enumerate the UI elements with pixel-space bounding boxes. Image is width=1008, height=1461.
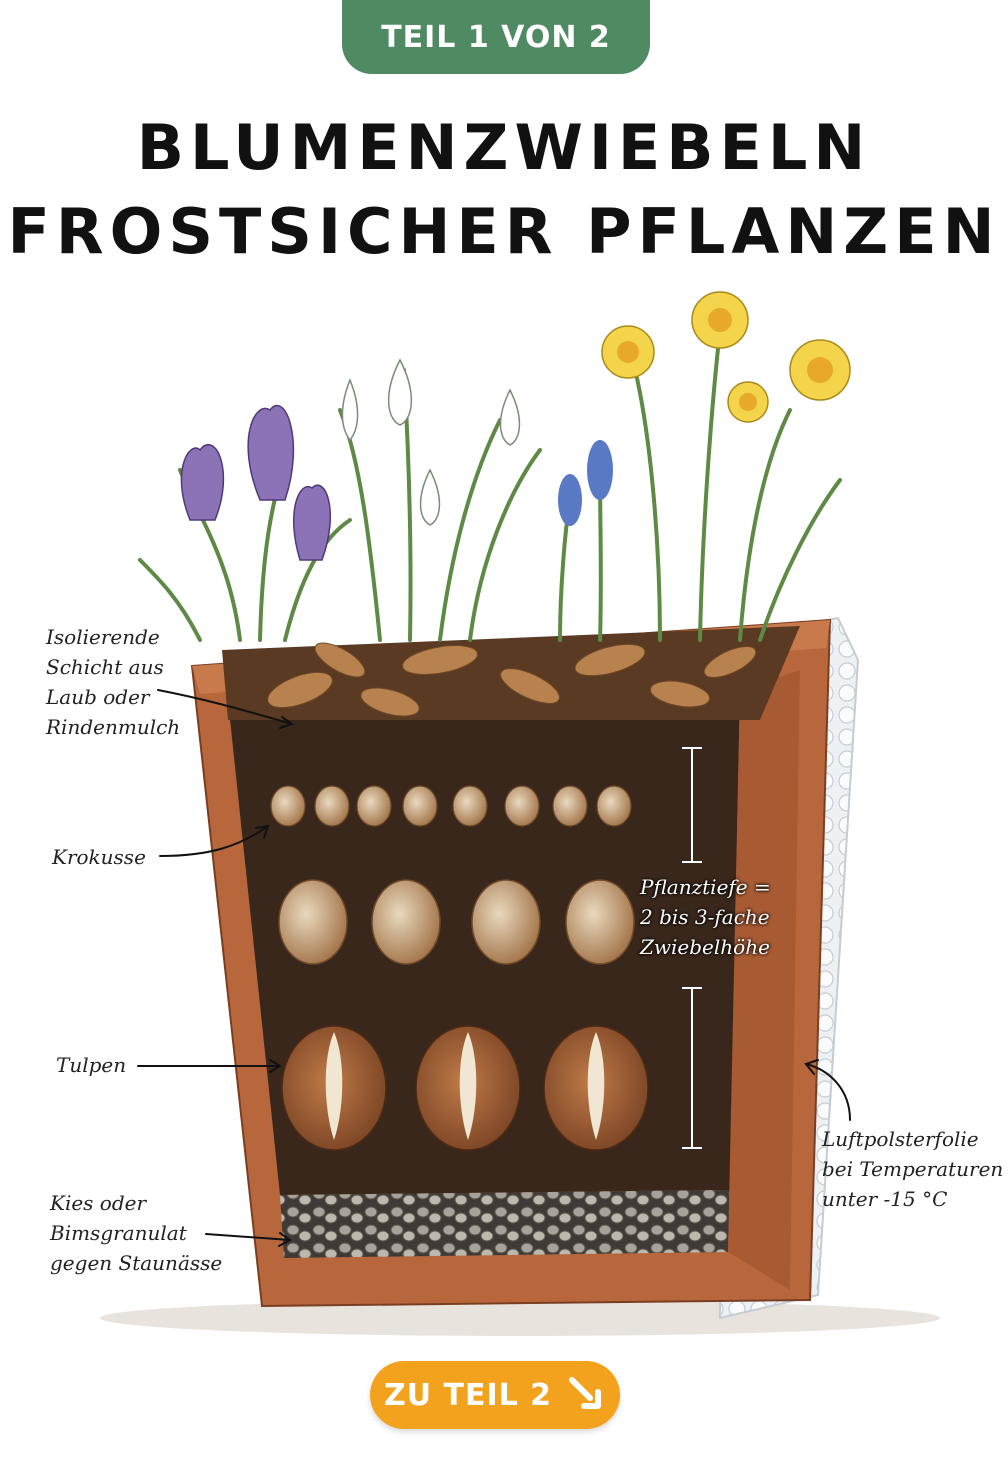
label-foil: Luftpolsterfolie bei Temperaturen unter … bbox=[822, 1127, 1004, 1211]
next-part-button[interactable]: ZU TEIL 2 bbox=[370, 1361, 620, 1429]
crocus-bulbs bbox=[270, 785, 632, 827]
crocus-arrow bbox=[159, 825, 269, 857]
part-badge-label: TEIL 1 VON 2 bbox=[381, 19, 611, 55]
part-badge: TEIL 1 VON 2 bbox=[342, 0, 650, 74]
tulip-bulbs bbox=[281, 1025, 649, 1151]
grape-hyacinth-flowers bbox=[558, 440, 613, 526]
mulch-arrow bbox=[157, 689, 293, 725]
page-title-line2: FROSTSICHER PFLANZEN bbox=[7, 195, 1001, 268]
middle-bulbs bbox=[278, 879, 635, 965]
next-part-button-label: ZU TEIL 2 bbox=[383, 1377, 553, 1413]
snowdrop-flowers bbox=[341, 358, 521, 526]
pot-inner-wall bbox=[728, 670, 800, 1290]
label-arrows bbox=[137, 689, 851, 1247]
planting-depth-bracket bbox=[682, 747, 702, 1149]
page-title-line1: BLUMENZWIEBELN bbox=[136, 111, 872, 184]
gravel-arrow bbox=[205, 1233, 291, 1241]
crocus-flowers bbox=[180, 404, 331, 561]
label-gravel: Kies oder Bimsgranulat gegen Staunässe bbox=[50, 1191, 223, 1275]
label-crocus: Krokusse bbox=[52, 845, 146, 869]
label-tulips: Tulpen bbox=[56, 1053, 127, 1077]
mulch-leaves bbox=[267, 642, 757, 717]
ground-shadow bbox=[100, 1300, 940, 1336]
foil-arrow bbox=[805, 1063, 851, 1121]
plant-leaves bbox=[138, 328, 842, 642]
daffodil-trumpets bbox=[617, 308, 833, 411]
label-planting-depth: Pflanztiefe = 2 bis 3-fache Zwiebelhöhe bbox=[640, 875, 771, 959]
gravel-layer bbox=[280, 1190, 730, 1258]
arrow-down-right-icon bbox=[569, 1377, 602, 1409]
label-mulch: Isolierende Schicht aus Laub oder Rinden… bbox=[46, 625, 181, 739]
